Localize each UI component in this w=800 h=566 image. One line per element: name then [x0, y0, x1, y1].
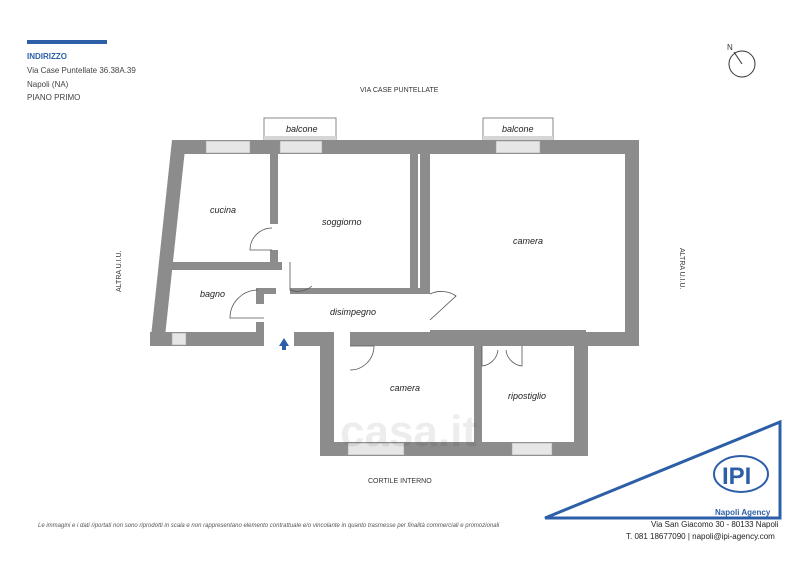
room-label-camera-large: camera	[513, 236, 543, 246]
street-label: VIA CASE PUNTELLATE	[360, 87, 439, 94]
address-heading: INDIRIZZO	[27, 52, 67, 61]
compass-north-label: N	[727, 43, 733, 52]
agency-logo-triangle	[544, 419, 782, 520]
agency-address: Via San Giacomo 30 - 80133 Napoli	[651, 520, 779, 529]
room-label-disimpegno: disimpegno	[330, 307, 376, 317]
address-street: Via Case Puntellate 36.38A.39	[27, 66, 136, 75]
room-label-camera-small: camera	[390, 383, 420, 393]
agency-logo-text: IPI	[722, 463, 751, 490]
watermark-text: casa.it	[340, 407, 477, 456]
disclaimer-text: Le immagini e i dati riportati non sono …	[38, 523, 500, 529]
floor-label: PIANO PRIMO	[27, 93, 81, 102]
room-label-balcone-left: balcone	[286, 124, 318, 134]
header-accent-bar	[27, 40, 107, 44]
doors	[229, 227, 523, 371]
windows	[171, 140, 553, 456]
agency-contact: T. 081 18677090 | napoli@ipi-agency.com	[626, 532, 775, 541]
agency-logo-badge: IPI	[713, 455, 769, 493]
left-neighbor-label: ALTRA U.I.U.	[116, 250, 123, 292]
room-label-soggiorno: soggiorno	[322, 217, 362, 227]
compass-icon: N	[727, 43, 756, 78]
entrance-arrow-icon	[279, 338, 289, 350]
courtyard-label: CORTILE INTERNO	[368, 478, 432, 485]
room-label-balcone-right: balcone	[502, 124, 534, 134]
right-neighbor-label: ALTRA U.I.U.	[678, 248, 685, 290]
room-label-ripostiglio: ripostiglio	[508, 391, 546, 401]
agency-name: Napoli Agency	[715, 508, 771, 517]
room-label-bagno: bagno	[200, 289, 225, 299]
address-city: Napoli (NA)	[27, 80, 69, 89]
room-label-cucina: cucina	[210, 205, 236, 215]
